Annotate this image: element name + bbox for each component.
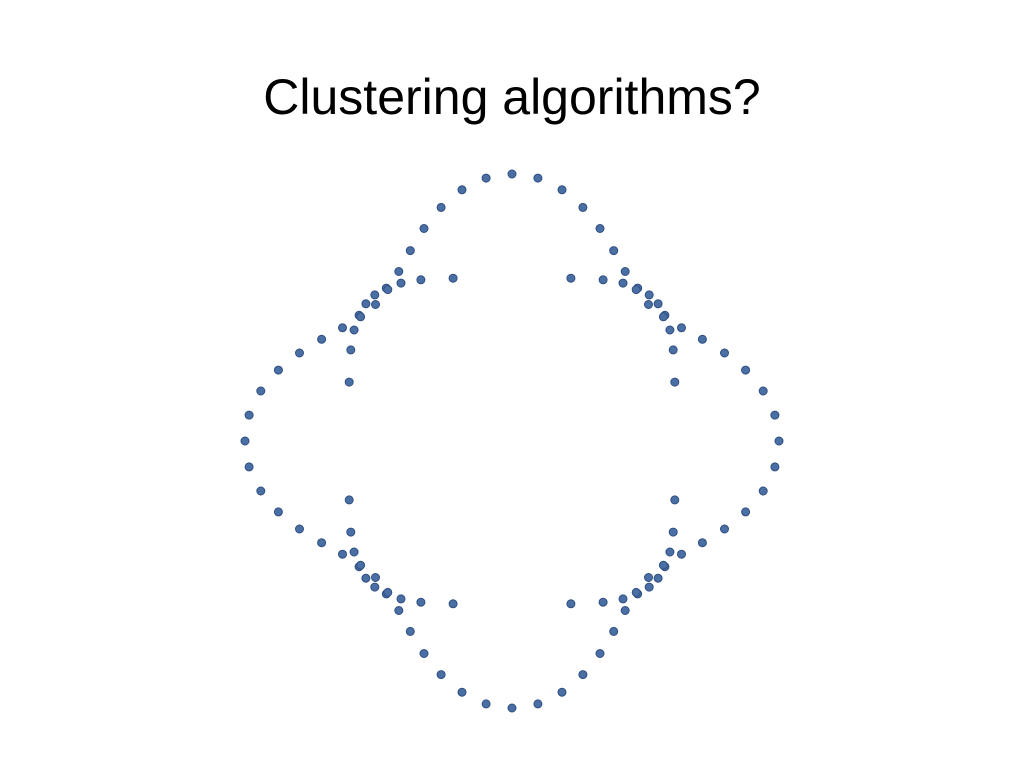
outer-ring-point (658, 312, 668, 322)
outer-ring-point (557, 687, 567, 697)
outer-ring-point (295, 348, 304, 358)
outer-ring-point (578, 202, 588, 212)
inner-ring-point (644, 290, 654, 300)
inner-ring-point (566, 599, 576, 609)
outer-ring-point (720, 524, 729, 534)
outer-ring-point (436, 670, 446, 680)
outer-ring-point (533, 173, 543, 183)
outer-ring-point (356, 560, 366, 570)
inner-ring-point (346, 345, 356, 355)
inner-ring-point (361, 299, 371, 309)
outer-ring-point (557, 185, 567, 195)
slide-title: Clustering algorithms? (263, 69, 761, 125)
outer-ring-point (677, 323, 686, 333)
inner-ring-point (618, 594, 628, 604)
outer-ring-point (620, 267, 630, 276)
inner-ring-point (668, 345, 678, 355)
outer-ring-point (394, 606, 404, 615)
outer-ring-point (405, 626, 415, 636)
outer-ring-point (273, 507, 283, 517)
outer-ring-point (256, 386, 266, 396)
inner-ring-point (665, 325, 675, 335)
outer-ring-point (240, 436, 250, 446)
outer-ring-point (770, 462, 780, 472)
outer-ring-point (595, 224, 605, 233)
inner-ring-point (670, 377, 680, 387)
outer-ring-point (758, 486, 768, 496)
inner-ring-point (370, 582, 380, 592)
outer-ring-point (317, 334, 327, 344)
outer-ring-point (457, 687, 467, 697)
outer-ring-point (631, 285, 641, 295)
outer-ring-point (394, 267, 404, 276)
outer-ring-point (677, 549, 686, 559)
outer-ring-point (533, 699, 543, 709)
inner-ring-point (396, 278, 406, 288)
inner-ring-point (349, 325, 359, 335)
inner-ring-point (653, 299, 663, 309)
inner-ring-point (448, 273, 458, 283)
outer-ring-point (578, 670, 588, 680)
outer-ring-point (774, 436, 784, 446)
outer-ring-point (644, 300, 653, 309)
inner-ring-point (346, 527, 356, 537)
outer-ring-point (609, 626, 619, 636)
inner-ring-point (361, 573, 371, 583)
outer-ring-point (507, 169, 517, 179)
outer-ring-point (658, 560, 668, 570)
outer-ring-point (758, 386, 768, 396)
outer-ring-point (383, 285, 393, 295)
outer-ring-point (481, 699, 491, 709)
inner-ring-point (653, 573, 663, 583)
outer-ring-point (256, 486, 266, 496)
outer-ring-point (620, 606, 630, 615)
inner-ring-point (618, 278, 628, 288)
outer-ring-point (741, 365, 751, 375)
outer-ring-point (770, 410, 780, 420)
inner-ring-point (416, 597, 426, 607)
outer-ring-point (741, 507, 751, 517)
outer-ring-point (371, 573, 380, 582)
inner-ring-point (668, 527, 678, 537)
outer-ring-point (273, 365, 283, 375)
outer-ring-point (595, 649, 605, 658)
inner-ring-point (344, 377, 354, 387)
outer-ring-point (507, 703, 517, 713)
outer-ring-point (720, 348, 729, 358)
outer-ring-point (697, 538, 707, 548)
outer-ring-point (244, 462, 254, 472)
outer-ring-point (317, 538, 327, 548)
inner-ring-point (370, 290, 380, 300)
inner-ring-point (349, 547, 359, 557)
outer-ring-point (457, 185, 467, 195)
outer-ring-point (244, 410, 254, 420)
inner-ring-point (598, 597, 608, 607)
outer-ring-point (419, 224, 429, 233)
inner-ring-point (665, 547, 675, 557)
outer-ring-point (609, 246, 619, 256)
outer-ring-point (356, 312, 366, 322)
outer-ring-point (697, 334, 707, 344)
outer-ring-point (405, 246, 415, 256)
outer-ring-point (295, 524, 304, 534)
inner-ring-point (344, 495, 354, 505)
inner-ring-point (670, 495, 680, 505)
outer-ring-point (338, 323, 347, 333)
inner-ring-point (644, 582, 654, 592)
outer-ring-point (383, 587, 393, 597)
outer-ring-point (631, 587, 641, 597)
outer-ring-point (338, 549, 347, 559)
inner-ring-point (396, 594, 406, 604)
inner-ring-point (566, 273, 576, 283)
inner-ring-point (448, 599, 458, 609)
outer-ring-point (481, 173, 491, 183)
outer-ring-point (436, 202, 446, 212)
outer-ring-point (419, 649, 429, 658)
outer-ring-point (644, 573, 653, 582)
inner-ring-point (416, 275, 426, 285)
outer-ring-point (371, 300, 380, 309)
inner-ring-point (598, 275, 608, 285)
